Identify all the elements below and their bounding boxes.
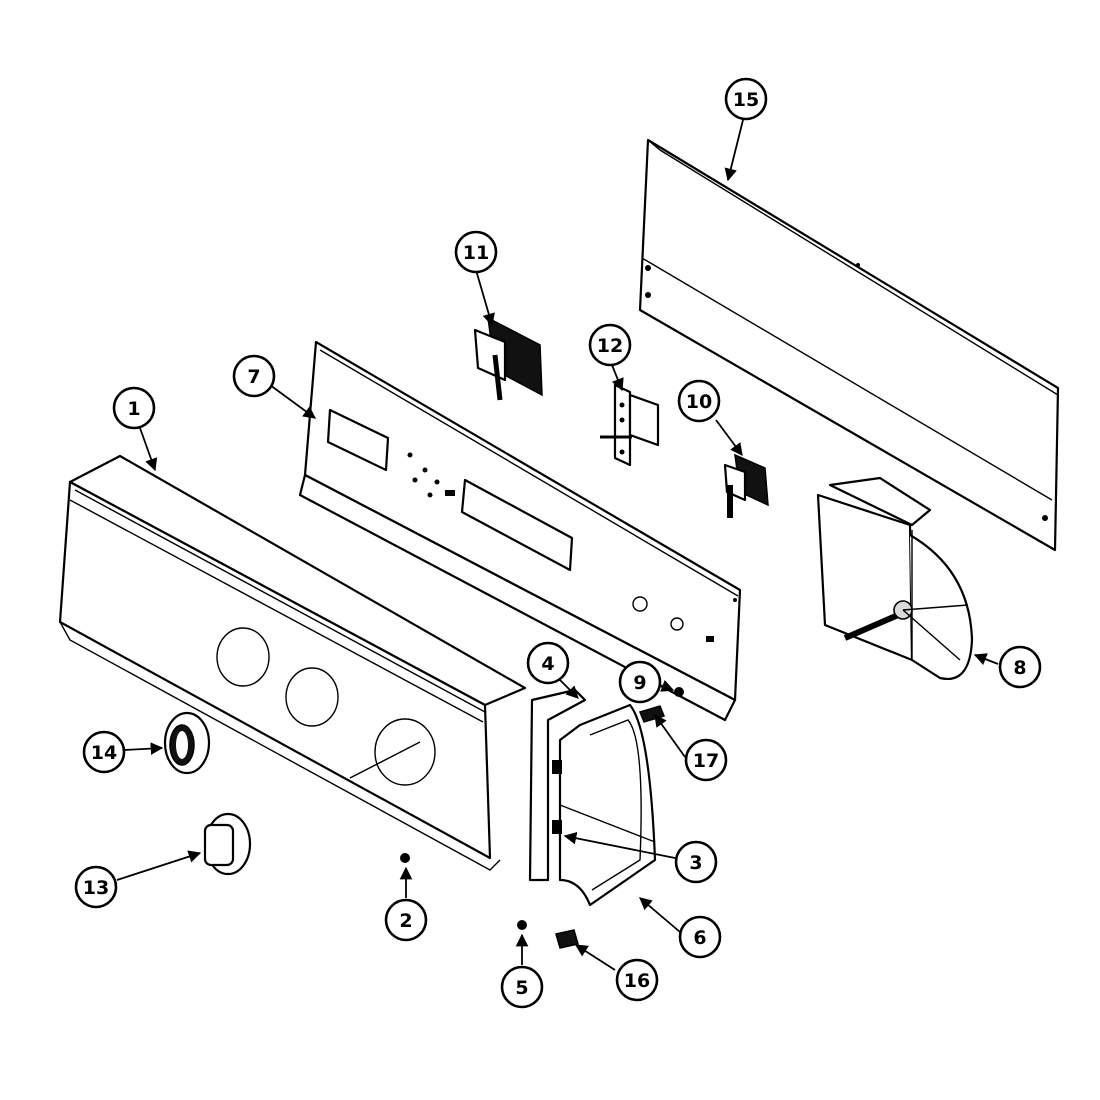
- callout-10: 10: [677, 379, 721, 423]
- part-1-control-panel: [58, 454, 527, 871]
- callout-13: 13: [74, 865, 118, 909]
- part-16-clip: [555, 929, 579, 949]
- part-2-screw: [400, 853, 410, 863]
- part-10-switch: [723, 453, 769, 518]
- callout-4: 4: [526, 641, 570, 685]
- svg-text:2: 2: [399, 910, 412, 932]
- part-5-screw: [517, 920, 527, 930]
- part-11-switch: [473, 316, 543, 401]
- svg-text:16: 16: [624, 970, 650, 992]
- part-9-screw: [674, 687, 684, 697]
- callout-1: 1: [112, 386, 156, 430]
- svg-text:5: 5: [515, 977, 528, 999]
- svg-text:17: 17: [693, 750, 719, 772]
- svg-text:1: 1: [127, 398, 140, 420]
- callout-11: 11: [454, 230, 498, 274]
- callout-8: 8: [998, 645, 1042, 689]
- svg-text:12: 12: [597, 335, 623, 357]
- svg-text:6: 6: [693, 927, 706, 949]
- part-3-clip: [552, 760, 562, 834]
- callout-14: 14: [82, 730, 126, 774]
- part-13-knob: [203, 812, 252, 876]
- callout-6: 6: [678, 915, 722, 959]
- svg-text:11: 11: [463, 242, 489, 264]
- part-14-knob-ring: [163, 711, 211, 775]
- callout-15: 15: [724, 77, 768, 121]
- part-6-side-bracket: [558, 703, 657, 907]
- callout-12: 12: [588, 323, 632, 367]
- svg-text:9: 9: [633, 672, 646, 694]
- part-17-clip: [638, 705, 666, 723]
- svg-text:4: 4: [541, 653, 554, 675]
- svg-text:8: 8: [1013, 657, 1026, 679]
- callout-16: 16: [615, 958, 659, 1002]
- callout-2: 2: [384, 898, 428, 942]
- callout-7: 7: [232, 354, 276, 398]
- leader-lines: [116, 119, 999, 971]
- callout-3: 3: [674, 840, 718, 884]
- svg-text:3: 3: [689, 852, 702, 874]
- part-7-control-backplate: [298, 340, 742, 722]
- svg-text:15: 15: [733, 89, 759, 111]
- callout-17: 17: [684, 738, 728, 782]
- svg-text:13: 13: [83, 877, 109, 899]
- svg-text:10: 10: [686, 391, 712, 413]
- svg-text:7: 7: [247, 366, 260, 388]
- callout-9: 9: [618, 660, 662, 704]
- svg-text:14: 14: [91, 742, 117, 764]
- callout-5: 5: [500, 965, 544, 1009]
- part-12-bracket: [600, 383, 660, 467]
- part-15-rear-panel: [638, 138, 1060, 552]
- part-8-timer-assembly: [816, 476, 974, 681]
